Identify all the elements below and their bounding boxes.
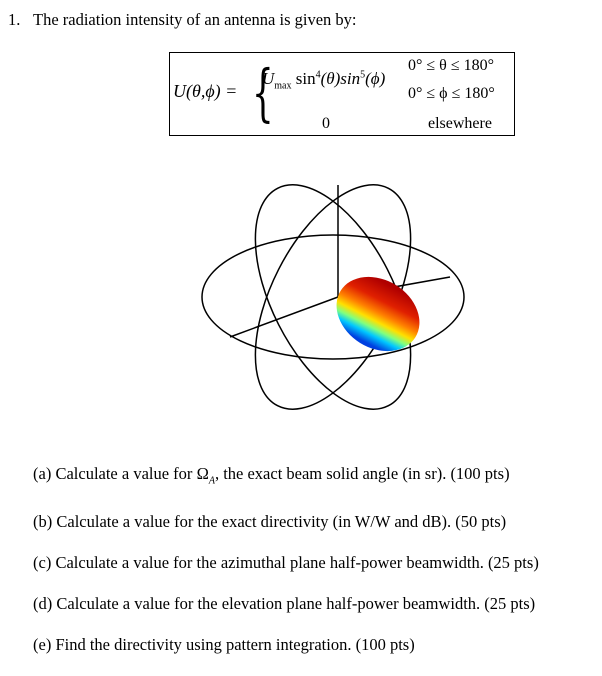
radiation-pattern-figure <box>201 184 465 410</box>
question-label: (c) <box>33 553 52 572</box>
question-text: Calculate a value for the exact directiv… <box>56 512 507 531</box>
problem-text: The radiation intensity of an antenna is… <box>33 10 357 29</box>
question-label: (a) <box>33 464 52 483</box>
question-d: (d) Calculate a value for the elevation … <box>33 594 535 614</box>
question-label: (e) <box>33 635 52 654</box>
brace-symbol: { <box>252 56 274 129</box>
case2-condition: elsewhere <box>428 115 492 132</box>
question-text: Find the directivity using pattern integ… <box>55 635 415 654</box>
question-e: (e) Find the directivity using pattern i… <box>33 635 415 655</box>
theta-term: (θ)sin <box>320 69 361 88</box>
phi-term: (ϕ) <box>365 69 386 88</box>
u-symbol: U <box>262 69 275 88</box>
question-text: Calculate a value for <box>55 464 197 483</box>
question-label: (b) <box>33 512 53 531</box>
question-b: (b) Calculate a value for the exact dire… <box>33 512 506 532</box>
omega-subscript: A <box>208 475 215 487</box>
equation-lhs: U(θ,ϕ) = <box>173 81 238 101</box>
power-4: 4 <box>315 69 321 81</box>
question-label: (d) <box>33 594 53 613</box>
question-a: (a) Calculate a value for ΩA, the exact … <box>33 464 510 486</box>
beam-lobe <box>336 276 420 352</box>
omega-symbol: Ω <box>196 464 209 483</box>
case1-expression: Umax sin4(θ)sin5(ϕ) <box>262 69 385 91</box>
equator-ring <box>201 234 465 360</box>
theta-range: 0° ≤ θ ≤ 180° <box>408 57 495 74</box>
case2-value: 0 <box>322 115 330 132</box>
problem-statement: 1. The radiation intensity of an antenna … <box>8 10 357 30</box>
question-text-rest: , the exact beam solid angle (in sr). (1… <box>214 464 510 483</box>
equation-box: U(θ,ϕ) = { Umax sin4(θ)sin5(ϕ) 0° ≤ θ ≤ … <box>169 52 515 136</box>
question-text: Calculate a value for the azimuthal plan… <box>55 553 539 572</box>
meridian-ring-b <box>254 184 412 410</box>
x-axis <box>229 296 339 338</box>
power-5: 5 <box>360 69 366 81</box>
phi-range: 0° ≤ ϕ ≤ 180° <box>408 85 495 102</box>
sin-term: sin <box>291 69 316 88</box>
problem-number: 1. <box>8 10 21 29</box>
max-subscript: max <box>274 80 292 92</box>
question-c: (c) Calculate a value for the azimuthal … <box>33 553 539 573</box>
question-text: Calculate a value for the elevation plan… <box>56 594 536 613</box>
